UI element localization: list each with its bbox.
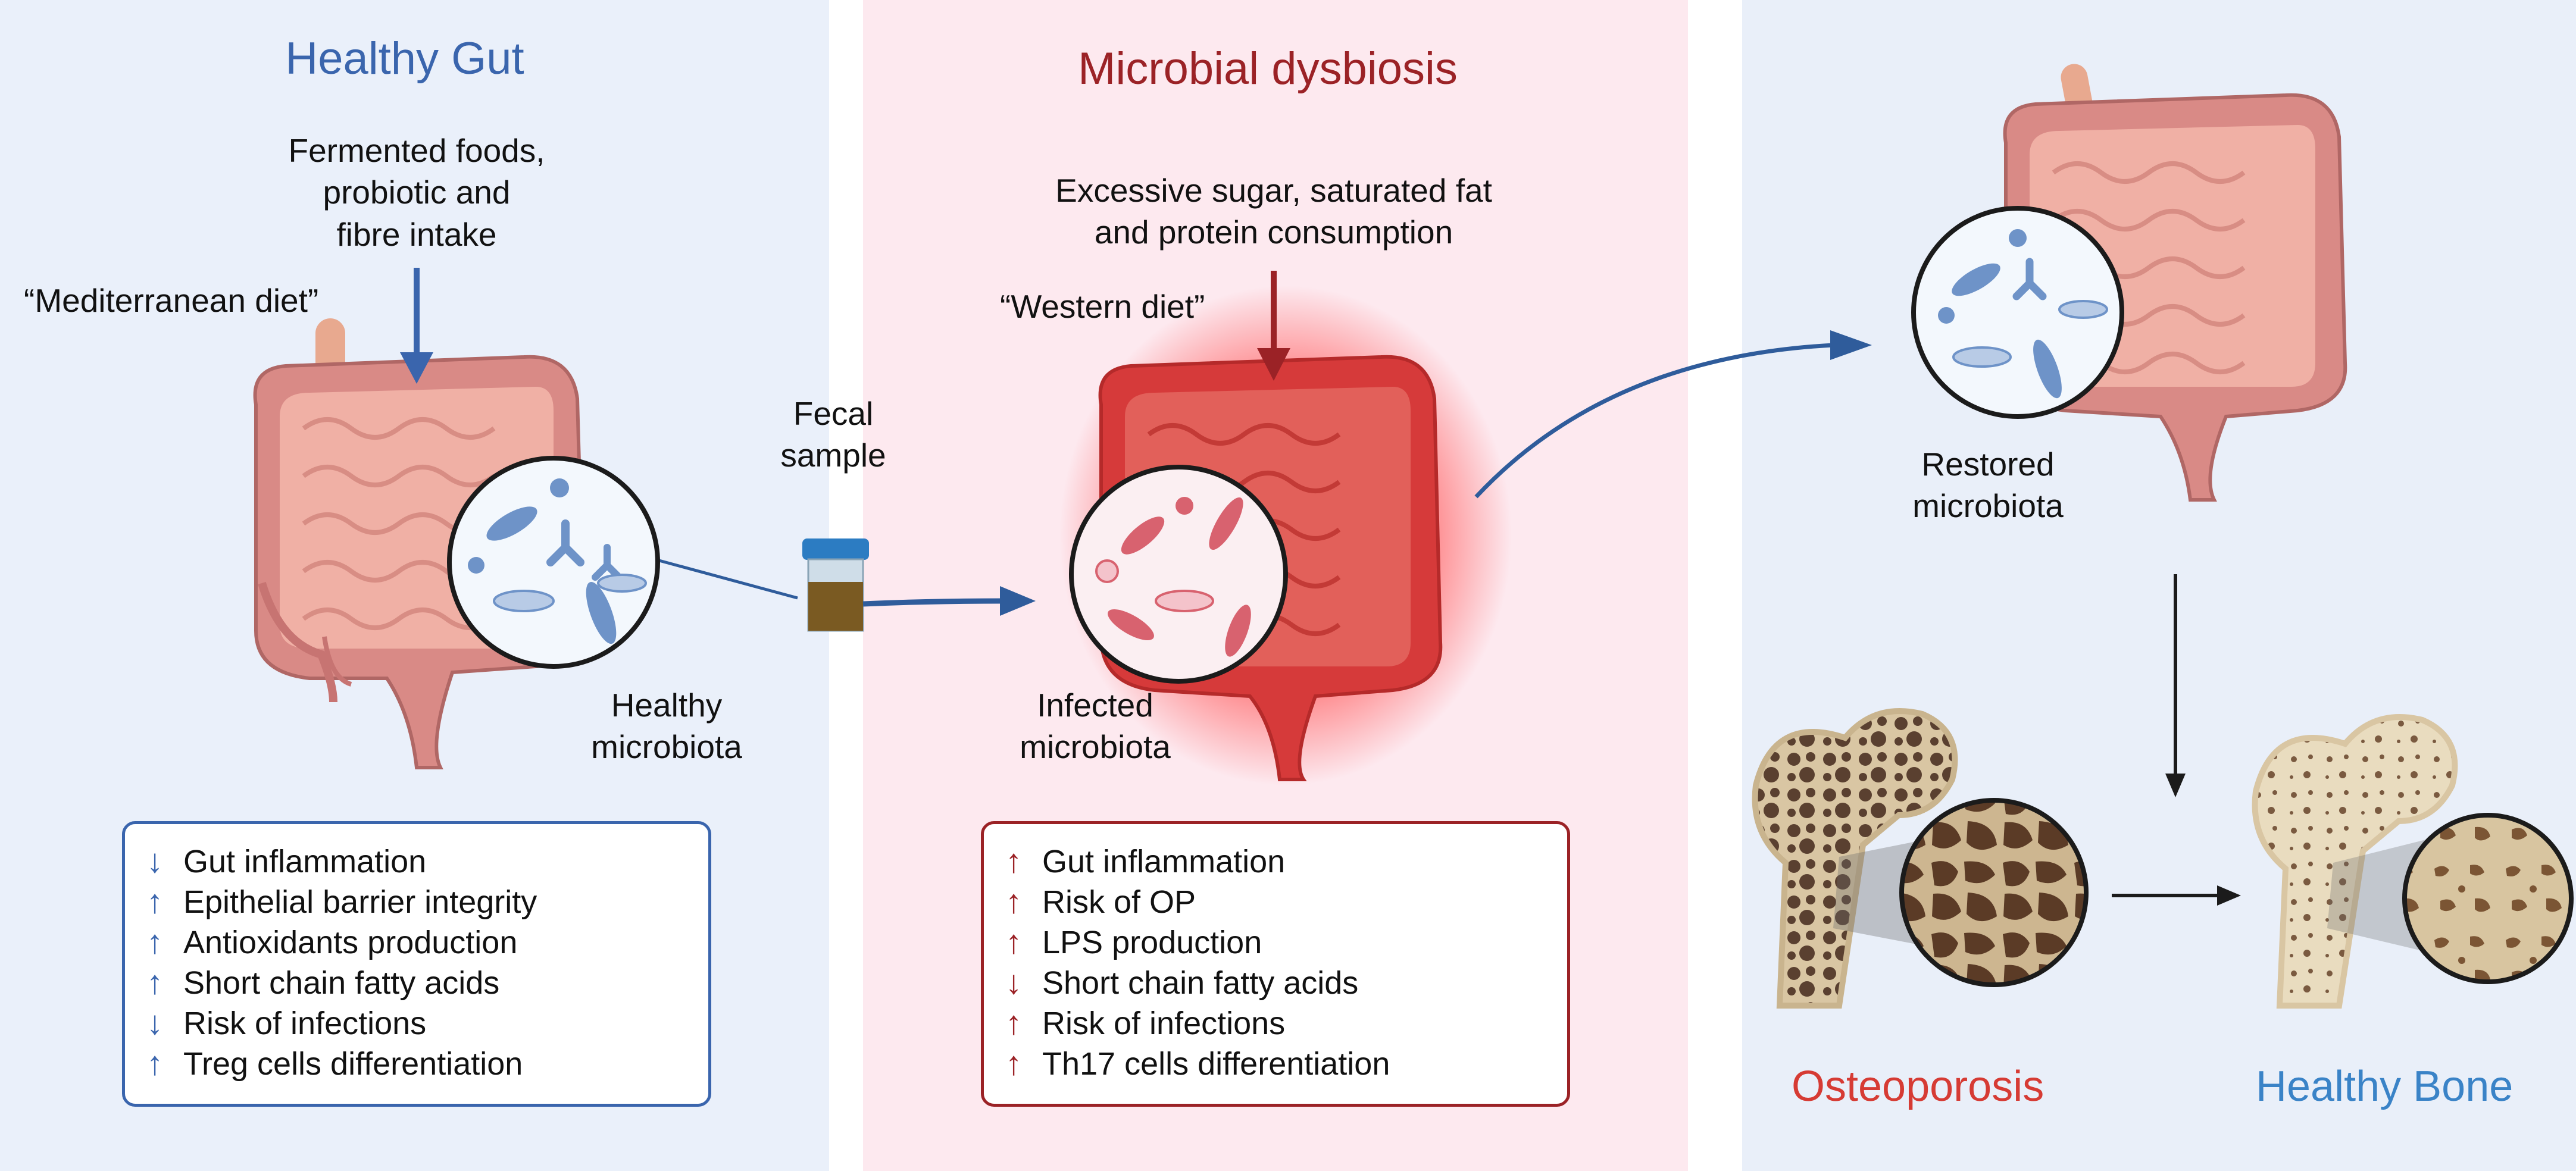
effect-arrow: ↑	[1005, 1004, 1022, 1041]
effect-arrow: ↑	[1005, 882, 1022, 920]
effect-row: ↓ Gut inflammation	[146, 841, 687, 881]
effect-text: Risk of infections	[183, 1006, 427, 1041]
effect-arrow: ↑	[146, 1044, 163, 1082]
restored-microbiota-label: Restored microbiota	[1912, 446, 2064, 525]
down-arrow	[2165, 574, 2186, 797]
western-diet-label: “Western diet”	[1000, 288, 1205, 325]
effect-row: ↓ Short chain fatty acids	[1005, 962, 1546, 1003]
healthy-diet-input-text: Fermented foods, probiotic and fibre int…	[288, 132, 545, 253]
effect-text: Short chain fatty acids	[183, 965, 500, 1001]
effect-row: ↑ Antioxidants production	[146, 922, 687, 962]
effect-arrow: ↓	[146, 842, 163, 879]
effect-text: LPS production	[1042, 925, 1262, 960]
healthy-gut-title: Healthy Gut	[285, 33, 524, 84]
effect-arrow: ↑	[146, 882, 163, 920]
osteoporotic-bone-illustration	[1752, 708, 2089, 1009]
western-diet-arrow	[1257, 271, 1290, 381]
infected-microbiota-magnifier	[1069, 465, 1288, 684]
effect-text: Epithelial barrier integrity	[183, 884, 537, 920]
effect-text: Treg cells differentiation	[183, 1046, 523, 1082]
healthy-bone-label: Healthy Bone	[2256, 1063, 2514, 1110]
effect-text: Th17 cells differentiation	[1042, 1046, 1390, 1082]
effect-arrow: ↑	[146, 923, 163, 960]
effect-row: ↑ Th17 cells differentiation	[1005, 1043, 1546, 1084]
fecal-sample-jar	[802, 538, 869, 632]
effect-text: Gut inflammation	[1042, 844, 1286, 879]
effect-text: Risk of OP	[1042, 884, 1196, 920]
western-diet-input-text: Excessive sugar, saturated fat and prote…	[1055, 172, 1492, 251]
effect-arrow: ↓	[1005, 963, 1022, 1001]
effect-arrow: ↑	[1005, 1044, 1022, 1082]
effect-row: ↑ Risk of OP	[1005, 881, 1546, 922]
effect-row: ↑ Short chain fatty acids	[146, 962, 687, 1003]
effect-row: ↑ Risk of infections	[1005, 1003, 1546, 1043]
effect-row: ↑ Treg cells differentiation	[146, 1043, 687, 1084]
effect-row: ↑ Gut inflammation	[1005, 841, 1546, 881]
effect-row: ↑ Epithelial barrier integrity	[146, 881, 687, 922]
infected-microbiota-label: Infected microbiota	[1020, 687, 1171, 766]
effect-text: Short chain fatty acids	[1042, 965, 1359, 1001]
healthy-microbiota-magnifier	[447, 456, 798, 669]
effect-arrow: ↑	[1005, 923, 1022, 960]
effect-arrow: ↑	[146, 963, 163, 1001]
effect-arrow: ↓	[146, 1004, 163, 1041]
effect-text: Antioxidants production	[183, 925, 518, 960]
healthy-effects-box: ↓ Gut inflammation ↑ Epithelial barrier in…	[122, 821, 711, 1107]
effect-arrow: ↑	[1005, 842, 1022, 879]
healthy-gut-illustration	[253, 318, 586, 769]
dysbiosis-effects-box: ↑ Gut inflammation ↑ Risk of OP ↑ LPS produ…	[981, 821, 1570, 1107]
effect-row: ↑ LPS production	[1005, 922, 1546, 962]
healthy-bone-illustration	[2252, 714, 2574, 1009]
healthy-diet-arrow	[400, 268, 433, 384]
effect-row: ↓ Risk of infections	[146, 1003, 687, 1043]
bone-transition-arrow	[2112, 885, 2241, 906]
osteoporosis-label: Osteoporosis	[1792, 1063, 2044, 1110]
mediterranean-diet-label: “Mediterranean diet”	[24, 282, 319, 319]
fecal-sample-label: Fecal sample	[780, 395, 886, 474]
restored-microbiota-magnifier	[1911, 206, 2124, 419]
restoration-arrow	[1474, 330, 1872, 499]
effect-text: Gut inflammation	[183, 844, 427, 879]
healthy-microbiota-label: Healthy microbiota	[591, 687, 742, 766]
effect-text: Risk of infections	[1042, 1006, 1286, 1041]
dysbiosis-title: Microbial dysbiosis	[1078, 43, 1458, 94]
transfer-arrow	[862, 586, 1036, 616]
